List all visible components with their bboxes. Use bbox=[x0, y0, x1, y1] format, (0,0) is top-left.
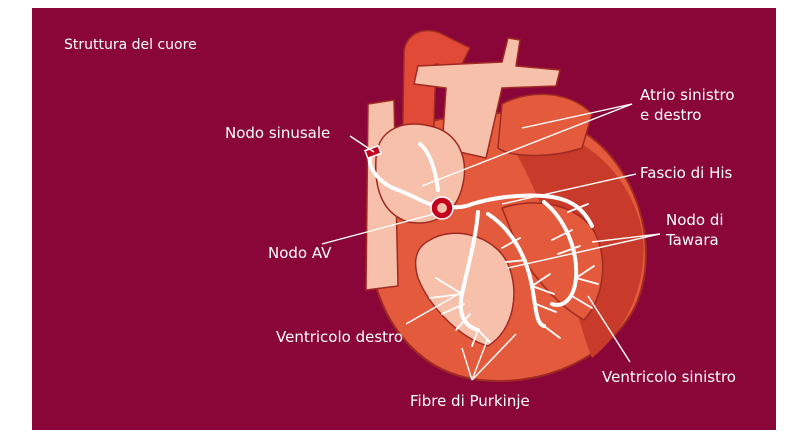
label-tawara-line2: Tawara bbox=[666, 231, 719, 250]
diagram-panel: Struttura del cuore Nodo sinusale Atrio … bbox=[32, 8, 776, 430]
label-fibre-purkinje: Fibre di Purkinje bbox=[410, 392, 530, 411]
label-atrio-line2: e destro bbox=[640, 106, 701, 125]
label-tawara-line1: Nodo di bbox=[666, 211, 724, 230]
label-nodo-sinusale: Nodo sinusale bbox=[225, 124, 330, 143]
label-ventricolo-destro: Ventricolo destro bbox=[276, 328, 403, 347]
label-ventricolo-sinistro: Ventricolo sinistro bbox=[602, 368, 736, 387]
heart-illustration bbox=[32, 8, 776, 430]
label-fascio-his: Fascio di His bbox=[640, 164, 732, 183]
label-nodo-av: Nodo AV bbox=[268, 244, 331, 263]
diagram-title: Struttura del cuore bbox=[64, 36, 197, 55]
label-atrio-line1: Atrio sinistro bbox=[640, 86, 735, 105]
